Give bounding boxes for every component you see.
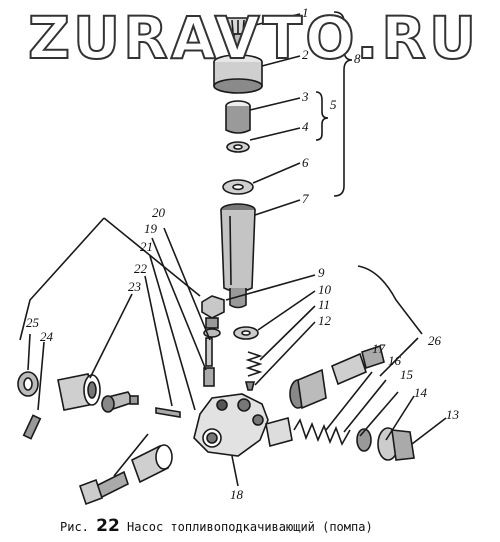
fitting-part [101, 391, 139, 413]
callout-25: 25 [26, 315, 39, 330]
cylinder-part [220, 203, 256, 309]
callout-17: 17 [372, 341, 385, 356]
watermark-logo: ZURAVTO.RU [27, 3, 480, 73]
callout-20: 20 [152, 205, 165, 220]
knob-part [224, 17, 252, 57]
cap-part [213, 54, 263, 94]
caption-prefix: Рис. [60, 520, 89, 534]
callout-11: 11 [318, 297, 331, 312]
callout-23: 23 [128, 279, 141, 294]
callout-2: 2 [302, 47, 309, 62]
callout-22: 22 [134, 261, 147, 276]
figure-caption: Рис. 22 Насос топливоподкачивающий (помп… [60, 516, 500, 536]
callout-9: 9 [318, 265, 325, 280]
callout-14: 14 [414, 385, 427, 400]
callout-4: 4 [302, 119, 309, 134]
callout-3: 3 [302, 89, 309, 104]
callout-15: 15 [400, 367, 413, 382]
callout-19: 19 [144, 221, 157, 236]
caption-title: Насос топливоподкачивающий (помпа) [127, 520, 373, 534]
callout-13: 13 [446, 407, 459, 422]
plug-part [201, 295, 225, 329]
caption-number: 22 [96, 516, 120, 536]
union-part [78, 444, 173, 506]
callout-8: 8 [354, 51, 361, 66]
callout-16: 16 [388, 353, 401, 368]
callout-10: 10 [318, 282, 331, 297]
valve-group [265, 344, 415, 461]
piston-part [225, 100, 251, 134]
callout-26: 26 [428, 333, 441, 348]
callout-18: 18 [230, 487, 243, 502]
callout-12: 12 [318, 313, 331, 328]
callout-7: 7 [302, 191, 309, 206]
sleeve-part [57, 373, 101, 411]
housing-part [193, 393, 269, 457]
callout-1: 1 [302, 5, 309, 20]
callout-24: 24 [40, 329, 53, 344]
callout-21: 21 [140, 239, 153, 254]
callout-6: 6 [302, 155, 309, 170]
callout-5: 5 [330, 97, 337, 112]
